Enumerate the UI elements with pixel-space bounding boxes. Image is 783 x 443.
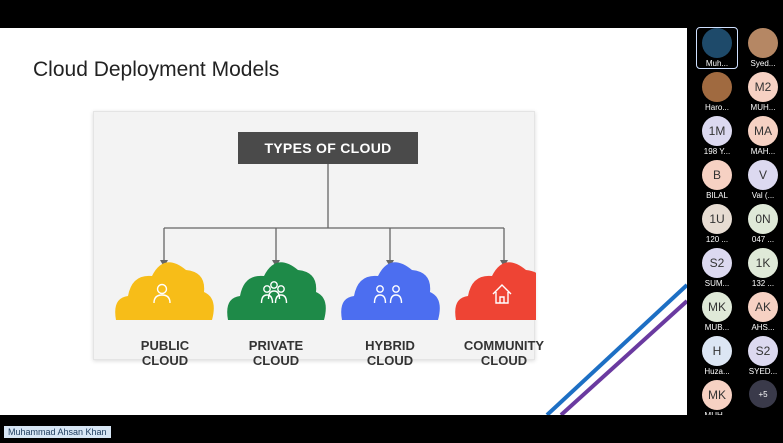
person-icon [153,283,171,304]
house-icon [492,284,512,304]
participant-name: 198 Y... [703,147,731,156]
avatar: M2 [748,72,778,102]
participant-name: BILAL [706,191,728,200]
avatar: 1M [702,116,732,146]
decorative-stripes [545,283,687,415]
avatar: S2 [748,336,778,366]
avatar: MK [702,292,732,322]
avatar: 0N [748,204,778,234]
avatar: V [748,160,778,190]
participant-name: MUB... [704,323,730,332]
participant-name: MAH... [750,147,776,156]
avatar: B [702,160,732,190]
avatar [702,72,732,102]
public-cloud-shape [115,262,214,320]
participant-name: Val (... [751,191,775,200]
participant-name: Huza... [704,367,730,376]
participant-name: Syed... [750,59,776,68]
shared-slide: Cloud Deployment Models [0,28,687,415]
participant-name: Muh... [705,59,729,68]
avatar: MK [702,380,732,410]
participant-tile[interactable]: Haro... [697,72,737,112]
participant-tile[interactable]: Muh... [696,27,738,69]
avatar: H [702,336,732,366]
avatar [702,28,732,58]
participant-tile[interactable]: Syed... [743,28,783,68]
participant-name: 047 ... [751,235,775,244]
more-participants-button[interactable]: +5 [749,380,777,408]
slide-title: Cloud Deployment Models [33,58,280,81]
participant-tile[interactable]: MKMUH... [697,380,737,420]
participant-name: 120 ... [705,235,729,244]
group-icon [260,281,288,304]
avatar: AK [748,292,778,322]
participant-name: Haro... [704,103,729,112]
diagram-connectors [115,164,536,320]
avatar [748,28,778,58]
avatar: S2 [702,248,732,278]
avatar: MA [748,116,778,146]
hybrid-cloud-shape [341,262,440,320]
community-cloud-shape [455,262,536,320]
participant-name: 132 ... [751,279,775,288]
private-cloud-shape [227,262,326,320]
participant-name: SYED... [748,367,778,376]
participant-name: SUM... [704,279,730,288]
avatar: 1K [748,248,778,278]
participant-tile[interactable]: +5 [743,380,783,420]
presenter-name-tag: Muhammad Ahsan Khan [4,426,111,438]
bottom-bar: Muhammad Ahsan Khan [0,415,783,443]
participant-name: MUH... [750,103,776,112]
people-icon [373,285,403,304]
types-of-cloud-box: TYPES OF CLOUD [238,132,418,164]
participant-name: AHS... [751,323,775,332]
avatar: 1U [702,204,732,234]
